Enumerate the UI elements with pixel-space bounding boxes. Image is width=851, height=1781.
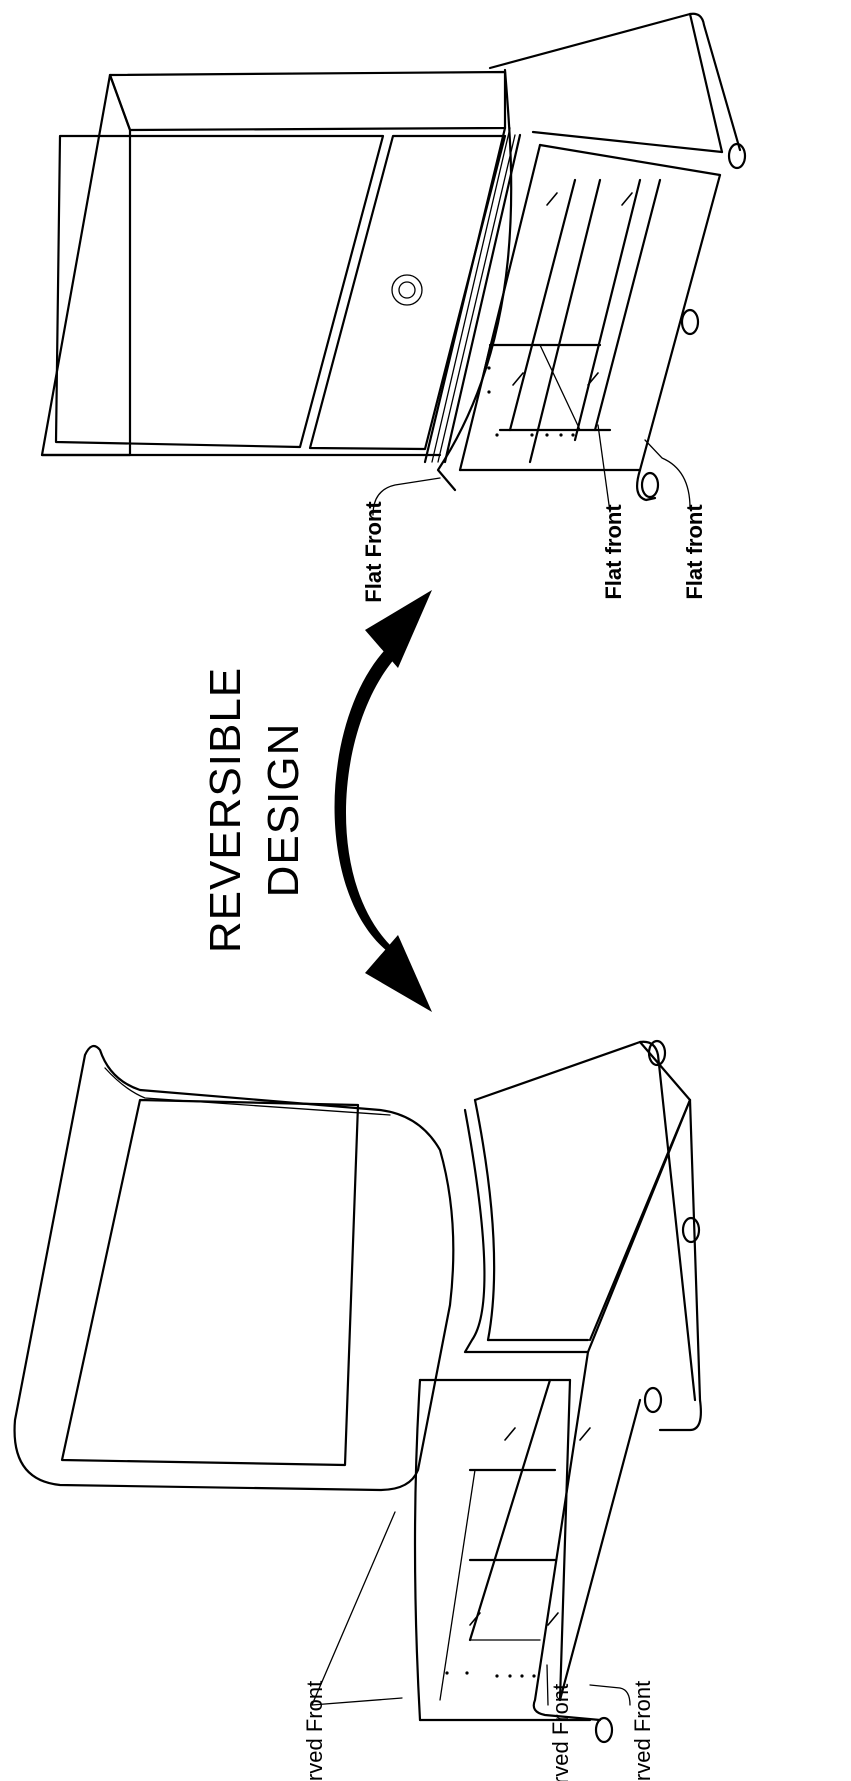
flat-cabinet bbox=[436, 12, 747, 502]
heading-line-2: DESIGN bbox=[259, 723, 308, 898]
heading-line-1: REVERSIBLE bbox=[201, 667, 250, 953]
curved-front-label-middle: Curved Front bbox=[548, 1684, 573, 1781]
flat-shelf-plate bbox=[423, 126, 522, 464]
reversible-double-arrow-icon bbox=[334, 590, 432, 1012]
flat-front-label-top: Flat Front bbox=[361, 501, 386, 603]
curved-front-unit bbox=[13, 1039, 702, 1744]
flat-back-panel bbox=[40, 70, 507, 457]
curved-front-label-top: Curved Front bbox=[302, 1681, 327, 1781]
flat-front-label-middle: Flat front bbox=[601, 504, 626, 600]
flat-callout-leaders bbox=[372, 424, 691, 516]
flat-front-unit bbox=[40, 12, 747, 516]
curved-back-panel bbox=[13, 1044, 455, 1492]
curved-callout-leaders bbox=[311, 1511, 631, 1706]
flat-front-label-bottom: Flat front bbox=[682, 504, 707, 600]
curved-front-label-bottom: Curved Front bbox=[630, 1681, 655, 1781]
curved-cabinet bbox=[413, 1039, 702, 1744]
